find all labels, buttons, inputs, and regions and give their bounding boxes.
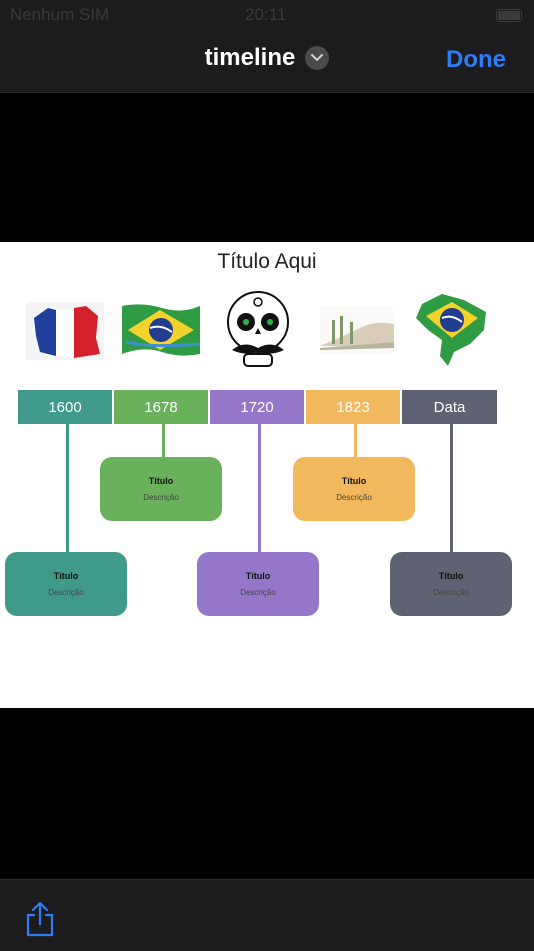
document-title-menu[interactable]: timeline [0,44,534,72]
event-description: Descrição [143,493,179,502]
clock: 20:11 [245,5,287,24]
timeline-year-1678: 1678 [114,390,208,424]
connector-line [162,424,165,458]
slide-title: Título Aqui [217,250,317,273]
done-button[interactable]: Done [446,46,506,73]
event-description: Descrição [433,588,469,597]
brazil-flag-image [122,304,200,356]
event-description: Descrição [48,588,84,597]
event-title: Título [53,571,79,581]
landscape-image [320,306,394,354]
event-card-1823: Título Descrição [293,457,415,521]
event-description: Descrição [240,588,276,597]
france-map-image [26,302,104,360]
top-bar: Nenhum SIM 20:11 timeline Done [0,0,534,93]
event-title: Título [245,571,271,581]
connector-line [258,424,261,552]
carrier-label: Nenhum SIM [10,5,110,24]
event-title: Título [438,571,464,581]
chevron-down-icon[interactable] [305,46,330,70]
event-card-1720: Título Descrição [197,552,319,616]
timeline-year-1720: 1720 [210,390,304,424]
event-card-1678: Título Descrição [100,457,222,521]
timeline-year-1600: 1600 [18,390,112,424]
event-description: Descrição [336,493,372,502]
connector-line [354,424,357,458]
sugar-skull-image [227,291,289,367]
timeline-year-data: Data [402,390,497,424]
connector-line [66,424,69,552]
event-card-1600: Título Descrição [5,552,127,616]
document-title: timeline [204,44,296,71]
battery-icon [496,9,522,22]
connector-line [450,424,453,552]
share-icon [26,901,54,937]
event-title: Título [148,476,174,486]
event-card-data: Título Descrição [390,552,512,616]
bottom-toolbar [0,879,534,951]
brazil-map-image [416,294,486,366]
slide-preview: Título Aqui 1600 1 [0,242,534,708]
share-button[interactable] [24,900,56,941]
event-title: Título [341,476,367,486]
timeline-year-1823: 1823 [306,390,400,424]
